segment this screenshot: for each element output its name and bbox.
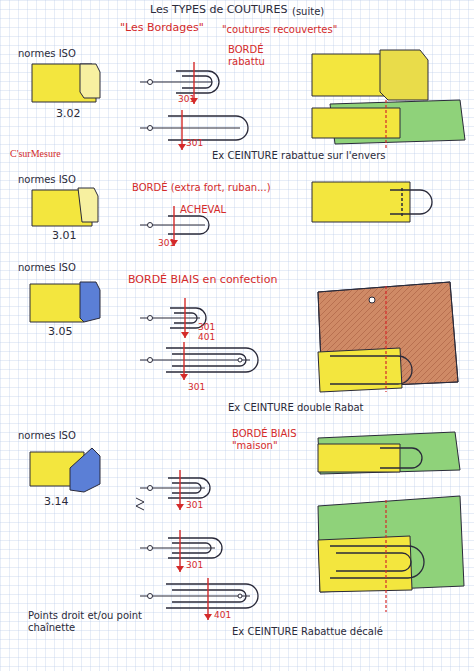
needle-line (179, 530, 180, 572)
stitch-symbol (238, 594, 242, 598)
folded-band (168, 116, 248, 140)
note-label: (suite) (292, 6, 342, 18)
fabric-piece (312, 108, 400, 138)
stitch-symbol (369, 297, 375, 303)
stitch-symbol (148, 358, 153, 363)
folded-band (166, 584, 258, 608)
stitch-line (385, 286, 386, 392)
needle-line (207, 578, 208, 620)
folded-band (168, 538, 222, 558)
fabric-piece (312, 182, 410, 222)
note-label: BORDÉ BIAIS en confection (128, 274, 328, 287)
note-label: 3.14 (44, 496, 84, 509)
note-label: normes ISO (18, 48, 98, 60)
stitch-symbol (148, 316, 153, 321)
note-label: 3.01 (52, 230, 92, 243)
needle-arrow (176, 504, 184, 510)
folded-band (176, 71, 219, 93)
note-label: 3.02 (56, 108, 96, 121)
stitch-line (401, 188, 403, 216)
needle-arrow (181, 332, 189, 338)
needle-arrow (180, 374, 188, 380)
bias-band (70, 448, 100, 492)
note-label: 301 (186, 138, 216, 148)
note-label: normes ISO (18, 262, 98, 274)
fabric-fold (78, 188, 98, 222)
note-label: 301 (158, 238, 188, 248)
note-label: C'surMesure (10, 148, 110, 160)
note-label: normes ISO (18, 430, 98, 442)
page-title: Les TYPES de COUTURES (150, 4, 287, 17)
note-label: "coutures recouvertes" (222, 24, 362, 36)
bias-band (80, 282, 100, 322)
note-label: BORDÉ BIAIS "maison" (232, 428, 302, 451)
note-label: Points droit et/ou point chaînette (28, 610, 148, 633)
needle-arrow (176, 566, 184, 572)
illustrations (30, 50, 465, 620)
note-label: Ex CEINTURE rabattue sur l'envers (212, 150, 412, 162)
stitch-symbol (148, 223, 153, 228)
folded-band (166, 348, 258, 372)
folded-band (172, 483, 201, 493)
chain-stitch-symbol (136, 498, 144, 510)
note-label: Ex CEINTURE double Rabat (228, 402, 408, 414)
note-label: normes ISO (18, 174, 98, 186)
note-label: 301 (178, 94, 208, 104)
layer-line (140, 595, 250, 596)
folded-band (172, 354, 246, 366)
note-label: BORDÉ rabattu (228, 44, 288, 67)
note-label: ACHEVAL (180, 204, 250, 216)
folded-band (380, 448, 422, 468)
stitch-line (385, 100, 386, 148)
fabric-fold (380, 50, 428, 100)
fabric-piece (318, 348, 402, 392)
stitch-symbol (148, 594, 153, 599)
note-label: Ex CEINTURE Rabattue décalé (232, 626, 422, 638)
folded-band (390, 190, 432, 214)
note-label: "Les Bordages" (120, 22, 215, 35)
folded-band (172, 590, 246, 602)
note-label: 301 401 (198, 322, 228, 343)
fabric-piece (318, 432, 460, 474)
needle-arrow (204, 614, 212, 620)
folded-band (182, 76, 212, 88)
folded-band (330, 356, 412, 384)
stitch-symbol (148, 80, 153, 85)
note-label: 401 (214, 610, 244, 620)
stitch-line (385, 500, 386, 612)
fabric-piece (318, 496, 464, 592)
folded-band (172, 543, 211, 553)
note-label: 3.05 (48, 326, 88, 339)
note-label: 301 (186, 500, 216, 510)
fabric-piece (318, 536, 412, 592)
needle-arrow (178, 144, 186, 150)
stitch-symbol (148, 546, 153, 551)
stitch-symbol (238, 358, 242, 362)
layer-line (140, 127, 240, 128)
folded-band (168, 478, 210, 498)
fabric-swatch (30, 284, 84, 322)
note-label: BORDÉ (extra fort, ruban...) (132, 182, 312, 194)
folded-band (336, 553, 411, 571)
layer-line (140, 359, 250, 360)
note-label: 301 (186, 560, 216, 570)
stitch-symbol (148, 126, 153, 131)
stitch-symbol (148, 486, 153, 491)
note-label: 301 (188, 382, 218, 392)
fabric-fold (80, 64, 100, 98)
folded-band (330, 546, 424, 578)
